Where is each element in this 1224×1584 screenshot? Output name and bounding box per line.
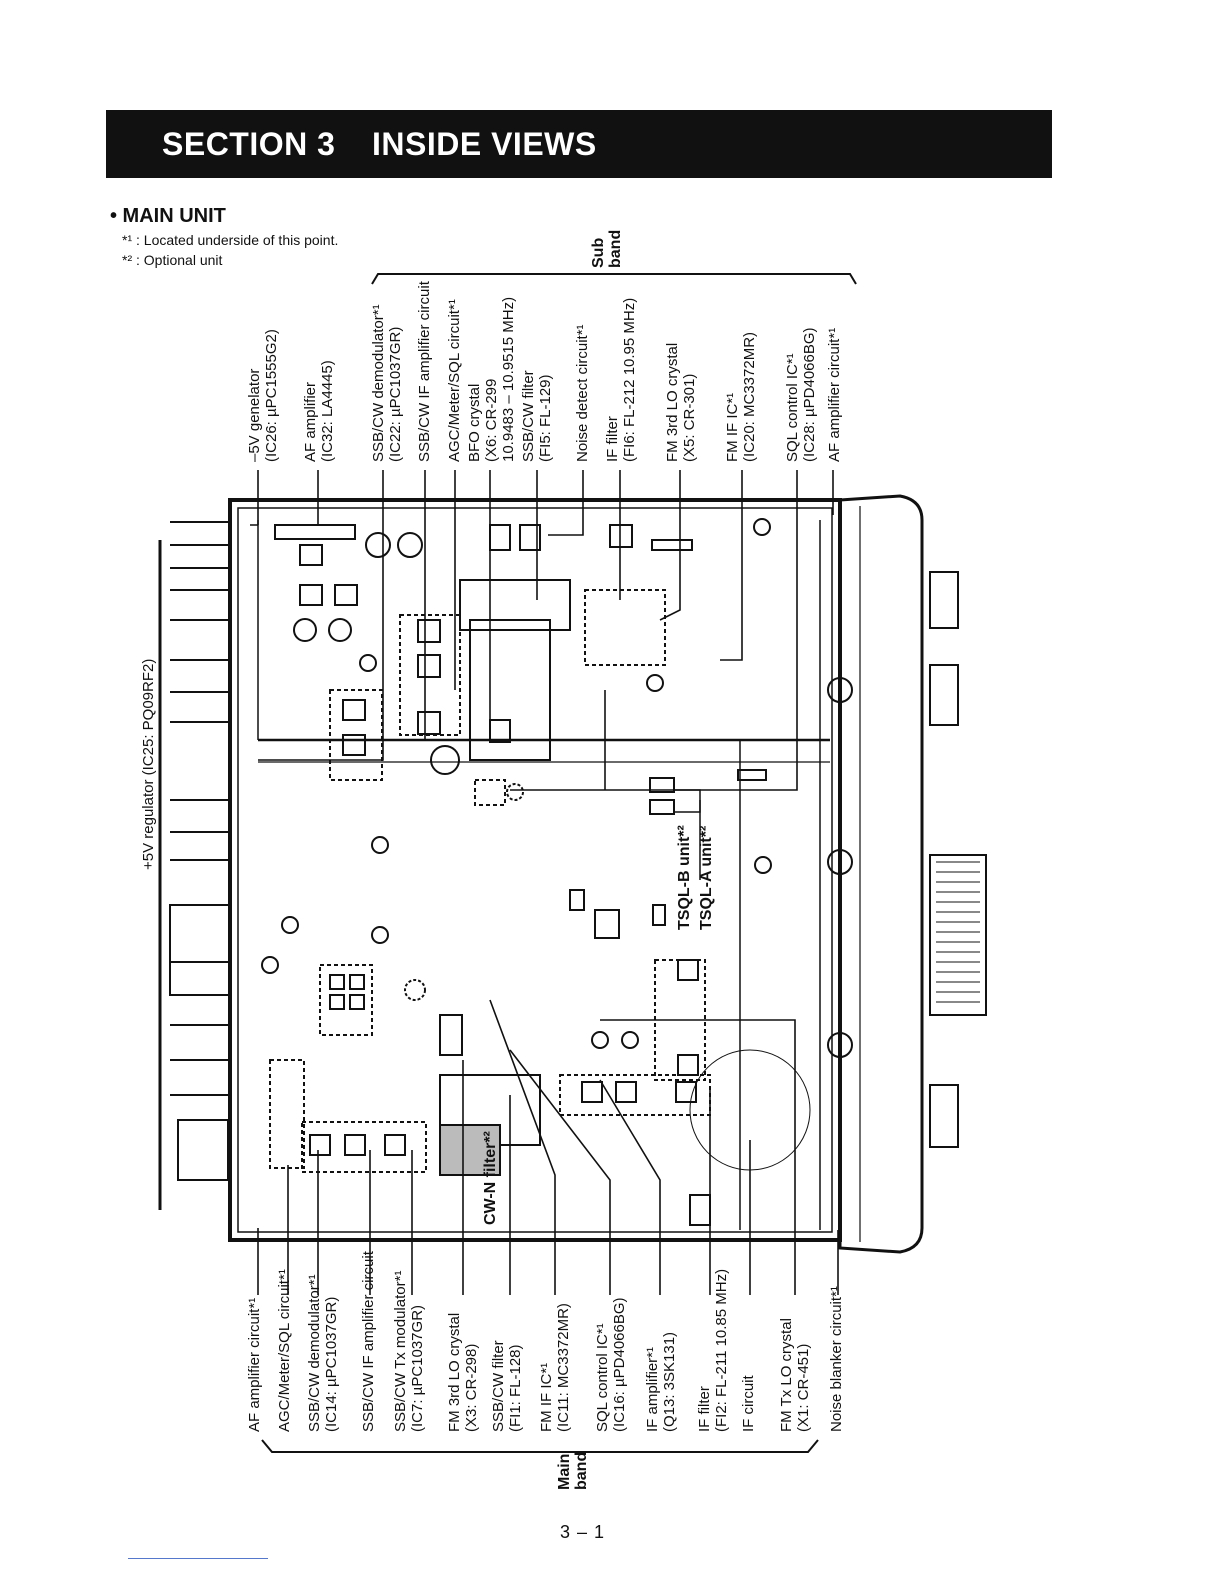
label-sql-control-ic16: SQL control IC*¹(IC16: µPD4066BG) [594, 1297, 628, 1432]
label-agc-meter-sql-top: AGC/Meter/SQL circuit*¹ [446, 299, 463, 462]
label-ssb-cw-filter-fi1: SSB/CW filter(FI1: FL-128) [490, 1340, 524, 1432]
label-af-amplifier-ic32: AF amplifier(IC32: LA4445) [302, 360, 336, 462]
label-sql-control-ic28: SQL control IC*¹(IC28: µPD4066BG) [784, 327, 818, 462]
label-fm-3rd-lo-x3: FM 3rd LO crystal(X3: CR-298) [446, 1312, 480, 1432]
label-if-circuit: IF circuit [740, 1375, 757, 1432]
label-fm-if-ic11: FM IF IC*¹(IC11: MC3372MR) [538, 1303, 572, 1432]
cw-n-filter-label: CW-N filter*² [482, 1131, 499, 1225]
page-number: 3 – 1 [560, 1522, 606, 1542]
label-ssb-cw-if-amplifier-bottom: SSB/CW IF amplifier circuit [360, 1251, 377, 1432]
label-af-amplifier-circuit-bottom: AF amplifier circuit*¹ [246, 1297, 263, 1432]
footnote-optional-unit: *² : Optional unit [122, 252, 223, 268]
label-fm-if-ic20: FM IF IC*¹(IC20: MC3372MR) [724, 331, 758, 462]
label-fm-3rd-lo-x5: FM 3rd LO crystal(X5: CR-301) [664, 342, 698, 462]
section-banner: SECTION 3 INSIDE VIEWS [106, 110, 1052, 178]
label-noise-detect: Noise detect circuit*¹ [574, 324, 591, 462]
label-af-amplifier-circuit-top: AF amplifier circuit*¹ [826, 327, 843, 462]
tsql-a-unit-label: TSQL-A unit*² [698, 825, 715, 930]
label-ssb-cw-demodulator-ic22: SSB/CW demodulator*¹(IC22: µPC1037GR) [370, 304, 404, 462]
label-if-filter-fi2: IF filter(FI2: FL-211 10.85 MHz) [696, 1268, 730, 1432]
label-agc-meter-sql-bottom: AGC/Meter/SQL circuit*¹ [276, 1269, 293, 1432]
label-ssb-cw-if-amplifier-top: SSB/CW IF amplifier circuit [416, 281, 433, 462]
label-if-filter-fi6: IF filter(FI6: FL-212 10.95 MHz) [604, 297, 638, 462]
footnote-located-underside: *¹ : Located underside of this point. [122, 232, 339, 248]
label-ssb-cw-tx-modulator-ic7: SSB/CW Tx modulator*¹(IC7: µPC1037GR) [392, 1270, 426, 1432]
regulator-label: +5V regulator (IC25: PQ09RF2) [140, 658, 157, 870]
tsql-b-unit-label: TSQL-B unit*² [676, 825, 693, 930]
label-ssb-cw-demodulator-ic14: SSB/CW demodulator*¹(IC14: µPC1037GR) [306, 1274, 340, 1432]
label-5v-generator: –5V genelator(IC26: µPC1555G2) [246, 329, 280, 462]
section-number: SECTION 3 [162, 126, 336, 162]
label-ssb-cw-filter-fi5: SSB/CW filter(FI5: FL-129) [520, 370, 554, 462]
unit-title: • MAIN UNIT [110, 205, 226, 227]
label-if-amplifier-q13: IF amplifier*¹(Q13: 3SK131) [644, 1331, 678, 1432]
label-noise-blanker: Noise blanker circuit*¹ [828, 1286, 845, 1432]
label-fm-tx-lo-x1: FM Tx LO crystal(X1: CR-451) [778, 1318, 812, 1432]
section-title: INSIDE VIEWS [372, 126, 597, 162]
heatsink-fins [158, 521, 230, 1210]
footer-rule [128, 1558, 268, 1559]
